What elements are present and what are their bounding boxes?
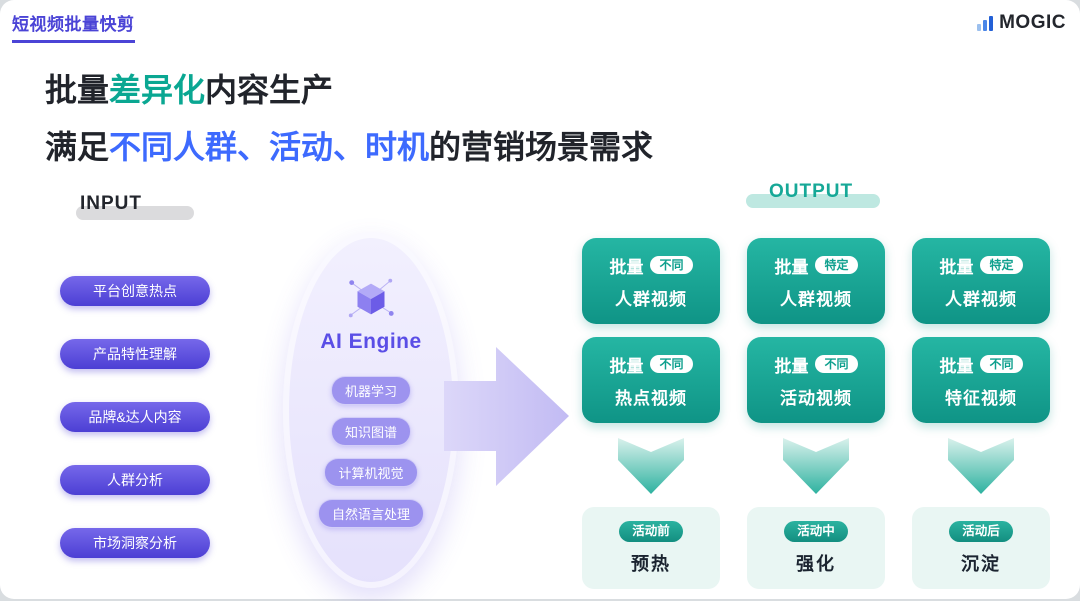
output-card: 批量 特定 人群视频 [912,238,1050,324]
brand-logo: MOGIC [975,13,1066,33]
down-arrow-row [582,438,1050,494]
stage-name: 强化 [796,553,836,574]
input-list: 平台创意热点 产品特性理解 品牌&达人内容 人群分析 市场洞察分析 [60,276,210,558]
output-card: 批量 不同 热点视频 [582,337,720,423]
output-card-top: 批量 不同 [609,352,693,377]
stage-name: 沉淀 [961,553,1001,574]
title-segment: 内容生产 [205,72,334,108]
ai-cube-icon [348,278,394,318]
output-card-name: 活动视频 [780,388,852,408]
input-label-text: INPUT [80,193,142,214]
down-arrow-icon [618,438,684,494]
stage-card-grid: 活动前 预热 活动中 强化 活动后 沉淀 [582,507,1050,589]
output-card-badge: 不同 [980,355,1023,373]
output-card-name: 人群视频 [615,289,687,309]
main-title-line2: 满足不同人群、活动、时机的营销场景需求 [45,119,653,176]
output-card-badge: 不同 [815,355,858,373]
output-card: 批量 特定 人群视频 [747,238,885,324]
output-card-prefix: 批量 [609,356,644,376]
engine-capability: 计算机视觉 [324,458,418,487]
output-card-prefix: 批量 [774,356,809,376]
output-card-badge: 不同 [650,256,693,274]
output-card-top: 批量 不同 [774,352,858,377]
input-item: 市场洞察分析 [60,528,210,558]
output-card: 批量 不同 活动视频 [747,337,885,423]
title-segment-highlight-blue: 不同人群、活动、时机 [109,129,430,165]
output-card: 批量 不同 人群视频 [582,238,720,324]
input-label-highlight [76,206,194,220]
input-item: 人群分析 [60,465,210,495]
stage-badge: 活动后 [949,520,1013,542]
output-card-top: 批量 不同 [609,253,693,278]
mogic-logo-icon [977,16,994,31]
output-label-text: OUTPUT [769,181,854,202]
engine-capability-list: 机器学习 知识图谱 计算机视觉 自然语言处理 [317,376,424,528]
output-card-prefix: 批量 [774,257,809,277]
title-segment: 批量 [45,72,110,108]
main-title-line1: 批量差异化内容生产 [45,62,653,119]
output-card-top: 批量 特定 [774,253,858,278]
input-item: 品牌&达人内容 [60,402,210,432]
ai-engine-title: AI Engine [320,330,422,353]
output-card-name: 人群视频 [780,289,852,309]
down-arrow-icon [948,438,1014,494]
output-card-top: 批量 特定 [939,253,1023,278]
input-section-label: INPUT [76,193,194,220]
stage-badge: 活动前 [619,520,683,542]
down-arrow-icon [783,438,849,494]
stage-card: 活动中 强化 [747,507,885,589]
input-item: 产品特性理解 [60,339,210,369]
output-card-prefix: 批量 [939,356,974,376]
stage-card: 活动后 沉淀 [912,507,1050,589]
output-card-badge: 特定 [980,256,1023,274]
output-card-prefix: 批量 [609,257,644,277]
output-card-badge: 特定 [815,256,858,274]
stage-card: 活动前 预热 [582,507,720,589]
brand-name: MOGIC [999,12,1066,33]
output-card-top: 批量 不同 [939,352,1023,377]
output-label-highlight [746,194,880,208]
engine-capability: 知识图谱 [330,417,411,446]
title-segment: 的营销场景需求 [429,129,654,165]
title-segment: 满足 [45,129,110,165]
page-tag: 短视频批量快剪 [12,10,135,43]
stage-badge: 活动中 [784,520,848,542]
stage-name: 预热 [631,553,671,574]
ai-engine-panel: AI Engine 机器学习 知识图谱 计算机视觉 自然语言处理 [283,232,459,588]
output-card-name: 热点视频 [615,388,687,408]
slide-bottom-edge [0,601,1080,605]
title-segment-highlight-teal: 差异化 [109,72,206,108]
output-card-name: 特征视频 [945,388,1017,408]
output-section-label: OUTPUT [746,181,880,208]
engine-capability: 自然语言处理 [317,499,424,528]
engine-capability: 机器学习 [330,376,411,405]
input-item: 平台创意热点 [60,276,210,306]
main-title: 批量差异化内容生产 满足不同人群、活动、时机的营销场景需求 [45,62,653,176]
output-card-name: 人群视频 [945,289,1017,309]
output-card: 批量 不同 特征视频 [912,337,1050,423]
output-card-badge: 不同 [650,355,693,373]
output-card-prefix: 批量 [939,257,974,277]
flow-arrow-right-icon [444,347,569,486]
output-card-grid: 批量 不同 人群视频 批量 特定 人群视频 批量 特定 人群视频 [582,238,1050,423]
